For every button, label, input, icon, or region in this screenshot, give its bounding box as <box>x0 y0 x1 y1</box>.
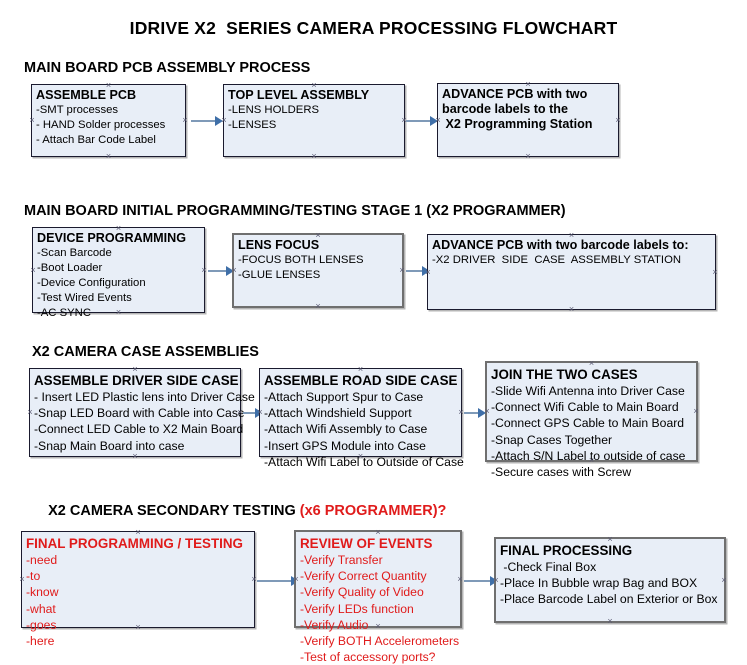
node-line: -goes <box>26 617 57 632</box>
node-join-the-two-cases[interactable]: JOIN THE TWO CASES -Slide Wifi Antenna i… <box>485 361 701 479</box>
node-line: -what <box>26 601 56 616</box>
node-final-programming-testing[interactable]: FINAL PROGRAMMING / TESTING -need -to -k… <box>21 531 255 648</box>
section-heading-4: X2 CAMERA SECONDARY TESTING (x6 PROGRAMM… <box>32 487 446 535</box>
node-title: ASSEMBLE ROAD SIDE CASE <box>264 373 458 388</box>
node-title: ADVANCE PCB with two barcode labels to: <box>432 238 689 252</box>
section-heading-1: MAIN BOARD PCB ASSEMBLY PROCESS <box>24 60 311 76</box>
node-line: X2 Programming Station <box>442 117 593 131</box>
node-line: -Boot Loader <box>37 262 103 274</box>
node-title: DEVICE PROGRAMMING <box>37 231 187 245</box>
resize-handle-right[interactable] <box>720 576 729 585</box>
resize-handle-bottom[interactable] <box>104 152 113 161</box>
node-line: -Device Configuration <box>37 277 146 289</box>
node-line: -Test Wired Events <box>37 292 132 304</box>
resize-handle-bottom[interactable] <box>606 617 615 626</box>
node-assemble-pcb[interactable]: ASSEMBLE PCB -SMT processes - HAND Solde… <box>31 84 186 157</box>
node-line: -AC SYNC <box>37 307 91 319</box>
node-line: -Connect GPS Cable to Main Board <box>491 416 685 431</box>
node-line: -Verify Audio <box>300 617 369 632</box>
node-line: -Insert GPS Module into Case <box>264 438 426 453</box>
node-device-programming[interactable]: DEVICE PROGRAMMING -Scan Barcode -Boot L… <box>32 227 205 319</box>
node-lens-focus[interactable]: LENS FOCUS -FOCUS BOTH LENSES -GLUE LENS… <box>232 233 404 308</box>
node-title: ASSEMBLE DRIVER SIDE CASE <box>34 373 239 388</box>
node-line: -Connect LED Cable to X2 Main Board <box>34 422 244 437</box>
node-line: -Snap LED Board with Cable into Case <box>34 406 245 421</box>
node-assemble-driver-side-case[interactable]: ASSEMBLE DRIVER SIDE CASE - Insert LED P… <box>29 368 255 457</box>
node-title: FINAL PROGRAMMING / TESTING <box>26 536 243 551</box>
section-heading-2: MAIN BOARD INITIAL PROGRAMMING/TESTING S… <box>24 203 566 219</box>
node-line: -Snap Cases Together <box>491 432 613 447</box>
node-title: TOP LEVEL ASSEMBLY <box>228 88 370 102</box>
node-top-level-assembly[interactable]: TOP LEVEL ASSEMBLY -LENS HOLDERS -LENSES <box>223 84 405 157</box>
node-title: REVIEW OF EVENTS <box>300 536 433 551</box>
node-line: -to <box>26 569 41 584</box>
node-final-processing[interactable]: FINAL PROCESSING -Check Final Box -Place… <box>494 537 726 623</box>
node-line: - Insert LED Plastic lens into Driver Ca… <box>34 390 255 404</box>
node-line: barcode labels to the <box>442 102 568 116</box>
node-line: -know <box>26 585 59 600</box>
node-line: -Attach Support Spur to Case <box>264 390 424 404</box>
node-line: - HAND Solder processes <box>36 119 166 131</box>
node-advance-pcb-to-driver-side-case[interactable]: ADVANCE PCB with two barcode labels to: … <box>427 234 716 310</box>
node-line: -Secure cases with Screw <box>491 465 632 480</box>
node-line: -Attach Wifi Assembly to Case <box>264 422 428 437</box>
node-line: -Verify BOTH Accelerometers <box>300 634 460 649</box>
node-title: LENS FOCUS <box>238 238 320 252</box>
resize-handle-bottom[interactable] <box>310 152 319 161</box>
resize-handle-right[interactable] <box>181 116 190 125</box>
node-line: -Attach Windshield Support <box>264 406 412 421</box>
node-line: -SMT processes <box>36 104 119 116</box>
node-line: - Attach Bar Code Label <box>36 134 156 146</box>
resize-handle-right[interactable] <box>692 407 701 416</box>
node-title: ASSEMBLE PCB <box>36 88 137 102</box>
node-line: -Verify Transfer <box>300 553 383 567</box>
section-heading-3: X2 CAMERA CASE ASSEMBLIES <box>32 344 259 360</box>
node-line: -LENSES <box>228 119 277 131</box>
resize-handle-right[interactable] <box>711 268 720 277</box>
node-line: -Place In Bubble wrap Bag and BOX <box>500 576 698 591</box>
resize-handle-bottom[interactable] <box>567 305 576 314</box>
node-line-overflow: -Test of accessory ports? <box>300 650 436 665</box>
node-line: -Place Barcode Label on Exterior or Box <box>500 592 718 607</box>
section-heading-4-accent: (x6 PROGRAMMER)? <box>299 503 447 519</box>
node-line: -Check Final Box <box>500 560 597 574</box>
node-assemble-road-side-case[interactable]: ASSEMBLE ROAD SIDE CASE -Attach Support … <box>259 368 464 469</box>
node-line: -here <box>26 634 55 649</box>
node-line: -Verify Quality of Video <box>300 585 424 600</box>
resize-handle-bottom[interactable] <box>524 152 533 161</box>
node-line: -Snap Main Board into case <box>34 438 185 453</box>
node-line: -Verify Correct Quantity <box>300 569 427 584</box>
node-advance-pcb-to-programming-station[interactable]: ADVANCE PCB with two barcode labels to t… <box>437 83 619 157</box>
node-line: -Scan Barcode <box>37 247 112 259</box>
node-line: -Attach Wifi Label to Outside of Case <box>264 454 464 469</box>
node-line: -Attach S/N Label to outside of case <box>491 448 686 463</box>
node-line: -need <box>26 553 58 567</box>
node-line: -Slide Wifi Antenna into Driver Case <box>491 384 685 398</box>
node-title: FINAL PROCESSING <box>500 543 633 558</box>
node-review-of-events[interactable]: REVIEW OF EVENTS -Verify Transfer -Verif… <box>294 530 465 664</box>
page-title: IDRIVE X2 SERIES CAMERA PROCESSING FLOWC… <box>129 18 618 38</box>
node-title: ADVANCE PCB with two <box>442 87 588 101</box>
section-heading-4-main: X2 CAMERA SECONDARY TESTING <box>48 503 300 519</box>
node-line: -Connect Wifi Cable to Main Board <box>491 400 679 415</box>
resize-handle-right[interactable] <box>456 575 465 584</box>
resize-handle-bottom[interactable] <box>314 302 323 311</box>
node-line: -LENS HOLDERS <box>228 104 320 116</box>
node-title: JOIN THE TWO CASES <box>491 367 638 382</box>
node-line: -X2 DRIVER SIDE CASE ASSEMBLY STATION <box>432 254 682 266</box>
resize-handle-right[interactable] <box>614 116 623 125</box>
node-line: -GLUE LENSES <box>238 269 321 281</box>
node-line: -Verify LEDs function <box>300 601 414 616</box>
node-line: -FOCUS BOTH LENSES <box>238 254 364 266</box>
